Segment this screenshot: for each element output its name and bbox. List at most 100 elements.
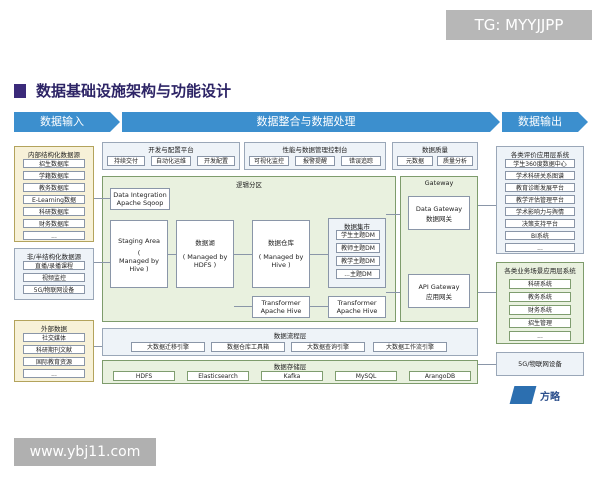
list-item: 教学评估管理平台 xyxy=(505,195,575,204)
eval-systems-title: 各类评价应用层系统 xyxy=(510,151,570,159)
box-line: Hive ) xyxy=(129,265,149,273)
banner-integration: 数据整合与数据处理 xyxy=(122,112,490,132)
box-line: Data Gateway xyxy=(415,205,463,213)
list-item: ... xyxy=(23,369,85,378)
connector-line xyxy=(94,262,110,263)
logo-icon xyxy=(509,386,537,404)
dev-platform-panel: 开发与配置平台 持续交付 自动化运维 开发配置 xyxy=(102,142,240,170)
list-item: 财务系统 xyxy=(509,305,571,315)
connector-line xyxy=(168,254,176,255)
list-item: 报警提醒 xyxy=(295,156,335,166)
perf-platform-title: 性能与数据管理控制台 xyxy=(282,146,348,154)
biz-systems-panel: 各类业务场景应用层系统 科研系统 教务系统 财务系统 招生管理 ... xyxy=(496,262,584,344)
list-item: 学生主题DM xyxy=(336,230,380,240)
banner-input: 数据输入 xyxy=(14,112,110,132)
list-item: ... xyxy=(509,331,571,341)
list-item: 学术科研关系图谱 xyxy=(505,171,575,180)
box-line: Hive ) xyxy=(271,261,291,269)
logo-text: 方略 xyxy=(540,392,560,403)
list-item: 质量分析 xyxy=(437,156,473,166)
box-line: Managed by xyxy=(119,257,159,265)
list-item: 国际教育资源 xyxy=(23,357,85,366)
list-item: HDFS xyxy=(113,371,175,381)
connector-line xyxy=(386,292,408,293)
box-line: 数据湖 xyxy=(195,239,215,247)
box-line: ( xyxy=(137,249,141,257)
list-item: 教务系统 xyxy=(509,292,571,302)
eval-systems-panel: 各类评价应用层系统 学生360度数据中心 学术科研关系图谱 教育诊断发展平台 教… xyxy=(496,146,584,254)
banner-output: 数据输出 xyxy=(502,112,578,132)
list-item: 招生数据库 xyxy=(23,159,85,168)
box-line: ( Managed by xyxy=(258,253,304,261)
storage-panel: 数据存储层 HDFS Elasticsearch Kafka MySQL Ara… xyxy=(102,360,478,384)
semi-sources-title: 非/半结构化数据源 xyxy=(26,253,82,261)
list-item: ArangoDB xyxy=(409,371,471,381)
list-item: Elasticsearch xyxy=(187,371,249,381)
transformer-hive-box-2: Transformer Apache Hive xyxy=(328,296,386,318)
connector-line xyxy=(478,364,496,365)
list-item: 教育诊断发展平台 xyxy=(505,183,575,192)
list-item: 学术影响力与舆情 xyxy=(505,207,575,216)
list-item: 教师主题DM xyxy=(336,243,380,253)
box-line: Staging Area xyxy=(118,237,160,245)
connector-line xyxy=(478,205,496,206)
flow-engine-panel: 数据流程层 大数据迁移引擎 数据仓库工具箱 大数据查询引擎 大数据工作流引擎 xyxy=(102,328,478,356)
box-line: Apache Hive xyxy=(260,307,302,315)
connector-line xyxy=(310,254,328,255)
connector-line xyxy=(234,254,252,255)
box-line: API Gateway xyxy=(418,283,460,291)
list-item: 科研期刊文献 xyxy=(23,345,85,354)
data-integration-box: Data Integration Apache Sqoop xyxy=(110,188,170,210)
biz-systems-title: 各类业务场景应用层系统 xyxy=(504,267,576,275)
api-gateway-box[interactable]: API Gateway 应用网关 xyxy=(408,274,470,308)
box-line: HDFS ) xyxy=(193,261,217,269)
list-item: BI系统 xyxy=(505,231,575,240)
list-item: 5G/物联网设备 xyxy=(23,285,85,294)
list-item: 错误追踪 xyxy=(341,156,381,166)
list-item: E-Learning数据 xyxy=(23,195,85,204)
list-item: 持续交付 xyxy=(107,156,145,166)
list-item: 招生管理 xyxy=(509,318,571,328)
data-gateway-box[interactable]: Data Gateway 数据网关 xyxy=(408,196,470,230)
list-item: 教学主题DM xyxy=(336,256,380,266)
box-line: Transformer xyxy=(337,299,377,307)
quality-panel: 数据质量 元数据 质量分析 xyxy=(392,142,478,170)
box-line: 数据仓库 xyxy=(268,239,294,247)
box-line: Apache Sqoop xyxy=(116,199,164,207)
data-warehouse-box: 数据仓库 ( Managed by Hive ) xyxy=(252,220,310,288)
external-sources-panel: 外部数据 社交媒体 科研期刊文献 国际教育资源 ... xyxy=(14,320,94,382)
list-item: 科研系统 xyxy=(509,279,571,289)
transformer-hive-box-1: Transformer Apache Hive xyxy=(252,296,310,318)
list-item: 学籍数据库 xyxy=(23,171,85,180)
list-item: 大数据迁移引擎 xyxy=(131,342,205,352)
watermark-bottom: www.ybj11.com xyxy=(14,438,156,466)
list-item: 可视化监控 xyxy=(249,156,289,166)
data-lake-box: 数据湖 ( Managed by HDFS ) xyxy=(176,220,234,288)
semi-sources-panel: 非/半结构化数据源 直播/录播课程 视频监控 5G/物联网设备 xyxy=(14,248,94,300)
box-line: ( Managed by xyxy=(182,253,228,261)
box-line: Apache Hive xyxy=(336,307,378,315)
list-item: 财务数据库 xyxy=(23,219,85,228)
list-item: 社交媒体 xyxy=(23,333,85,342)
data-mart-title: 数据集市 xyxy=(344,223,370,231)
box-line: Transformer xyxy=(261,299,301,307)
list-item: 学生360度数据中心 xyxy=(505,159,575,168)
list-item: ... xyxy=(505,243,575,252)
connector-line xyxy=(94,346,102,347)
box-line: Data Integration xyxy=(113,191,167,199)
box-line: 数据网关 xyxy=(426,215,452,223)
list-item: 大数据工作流引擎 xyxy=(373,342,447,352)
list-item: 科研数据库 xyxy=(23,207,85,216)
perf-platform-panel: 性能与数据管理控制台 可视化监控 报警提醒 错误追踪 xyxy=(244,142,386,170)
banner-input-arrow-icon xyxy=(110,112,120,132)
list-item: ...主题DM xyxy=(336,269,380,279)
iot-output-label: 5G/物联网设备 xyxy=(518,360,562,368)
list-item: 决策支持平台 xyxy=(505,219,575,228)
quality-title: 数据质量 xyxy=(422,146,448,154)
gateway-title: Gateway xyxy=(424,179,454,187)
list-item: Kafka xyxy=(261,371,323,381)
banner-integration-arrow-icon xyxy=(490,112,500,132)
list-item: 自动化运维 xyxy=(151,156,191,166)
iot-output-panel: 5G/物联网设备 xyxy=(496,352,584,376)
list-item: 数据仓库工具箱 xyxy=(211,342,285,352)
